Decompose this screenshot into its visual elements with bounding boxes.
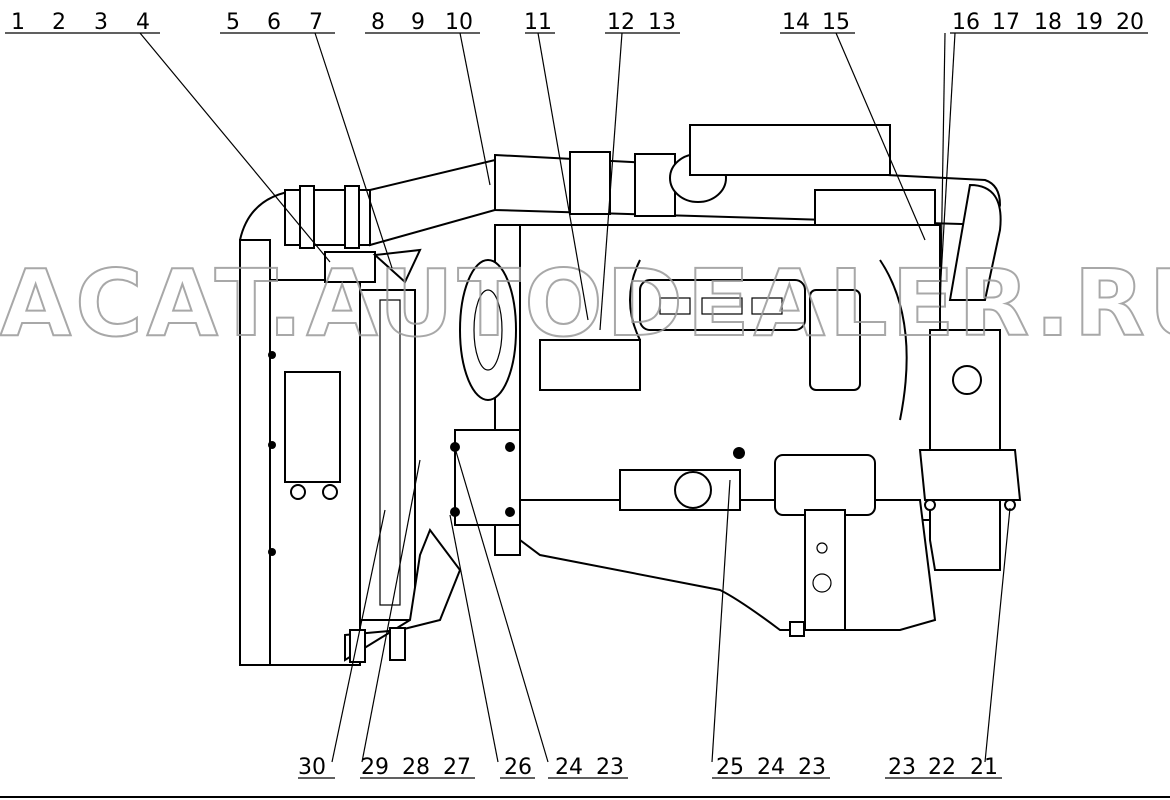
oil-filter-cap — [674, 471, 712, 509]
fuel-pump — [539, 339, 641, 391]
exhaust-manifold — [639, 279, 806, 331]
starter-bracket — [804, 509, 846, 631]
callout-label: 11 — [524, 10, 552, 35]
lower-hose — [344, 527, 462, 662]
leader-11 — [537, 32, 589, 321]
callout-label: 5 — [226, 10, 240, 35]
radiator-bolt-1 — [268, 351, 276, 359]
manifold-clamp-1 — [569, 151, 611, 215]
leader-30 — [331, 509, 386, 763]
housing-boss — [952, 365, 982, 395]
callout-label: 18 — [1034, 10, 1062, 35]
callout-label: 12 — [607, 10, 635, 35]
leader-29 — [361, 459, 421, 763]
turbo-outlet — [948, 183, 1002, 301]
callouts-bottom: 30 29 28 27 26 24 23 25 24 23 23 22 21 — [298, 755, 998, 780]
callout-label: 8 — [371, 10, 385, 35]
drain-plug — [789, 621, 805, 637]
callout-label: 26 — [504, 755, 532, 780]
bracket-nut-2 — [322, 484, 338, 500]
callout-label: 20 — [1116, 10, 1144, 35]
callout-label: 24 — [757, 755, 785, 780]
block-plug — [733, 447, 745, 459]
callout-label: 17 — [992, 10, 1020, 35]
bracket-nut-1 — [290, 484, 306, 500]
sensor-tip — [372, 248, 422, 284]
lower-clamp-1 — [349, 629, 366, 663]
callout-label: 22 — [928, 755, 956, 780]
callout-label: 23 — [888, 755, 916, 780]
leader-12 — [599, 32, 623, 331]
bracket-bolt-1 — [816, 542, 828, 554]
callout-label: 19 — [1075, 10, 1103, 35]
callout-label: 29 — [361, 755, 389, 780]
callout-label: 30 — [298, 755, 326, 780]
mount-bolt-4 — [505, 507, 515, 517]
callout-label: 21 — [970, 755, 998, 780]
callout-label: 2 — [52, 10, 66, 35]
mount-bolt-3 — [450, 507, 460, 517]
leader-24 — [454, 447, 549, 763]
fuel-filter — [809, 289, 861, 391]
exhaust-port-2 — [701, 297, 743, 315]
leader-26 — [449, 514, 499, 763]
callout-label: 28 — [402, 755, 430, 780]
hose-coupler — [324, 251, 376, 283]
mount-nut-1 — [924, 499, 936, 511]
callout-label: 25 — [716, 755, 744, 780]
radiator-bracket-plate — [284, 371, 341, 483]
leader-10 — [459, 32, 491, 186]
leader-4 — [139, 32, 331, 263]
leader-7 — [314, 32, 393, 269]
leader-17 — [939, 32, 956, 296]
callout-label: 10 — [445, 10, 473, 35]
hose-clamp-1 — [299, 185, 315, 249]
exhaust-port-1 — [659, 297, 691, 315]
callout-underlines — [0, 32, 1170, 798]
callout-label: 16 — [952, 10, 980, 35]
callout-label: 9 — [411, 10, 425, 35]
radiator-side-tank — [239, 239, 271, 666]
bracket-bolt-2 — [812, 573, 832, 593]
leader-25 — [711, 479, 731, 763]
crank-pulley — [459, 259, 517, 401]
callout-label: 7 — [309, 10, 323, 35]
valve-cover-top — [689, 124, 891, 176]
callout-label: 14 — [782, 10, 810, 35]
starter-motor — [774, 454, 876, 516]
exhaust-port-3 — [751, 297, 783, 315]
engine-mount-right — [918, 449, 1022, 501]
pulley-hub — [473, 289, 503, 371]
mount-bolt-2 — [505, 442, 515, 452]
intake-pipe-mid — [369, 158, 496, 247]
callout-label: 15 — [822, 10, 850, 35]
callout-label: 3 — [94, 10, 108, 35]
cooler-inner-panel — [379, 299, 401, 606]
hose-clamp-2 — [344, 185, 360, 249]
engine-drawing — [239, 124, 1022, 666]
callout-label: 4 — [136, 10, 150, 35]
manifold-clamp-2 — [634, 153, 676, 217]
fuel-line-1 — [629, 259, 641, 341]
mount-bolt-1 — [450, 442, 460, 452]
leader-21 — [984, 507, 1011, 763]
callout-label: 6 — [267, 10, 281, 35]
callout-label: 23 — [798, 755, 826, 780]
callout-label: 23 — [596, 755, 624, 780]
fuel-line-2 — [879, 259, 908, 421]
callout-label: 13 — [648, 10, 676, 35]
callout-label: 27 — [443, 755, 471, 780]
callout-label: 1 — [11, 10, 25, 35]
radiator-bolt-3 — [268, 548, 276, 556]
callout-label: 24 — [555, 755, 583, 780]
leader-15 — [835, 32, 926, 241]
radiator-bolt-2 — [268, 441, 276, 449]
leader-lines — [139, 32, 1011, 763]
lower-clamp-2 — [389, 627, 406, 661]
charge-air-cooler — [359, 289, 416, 621]
